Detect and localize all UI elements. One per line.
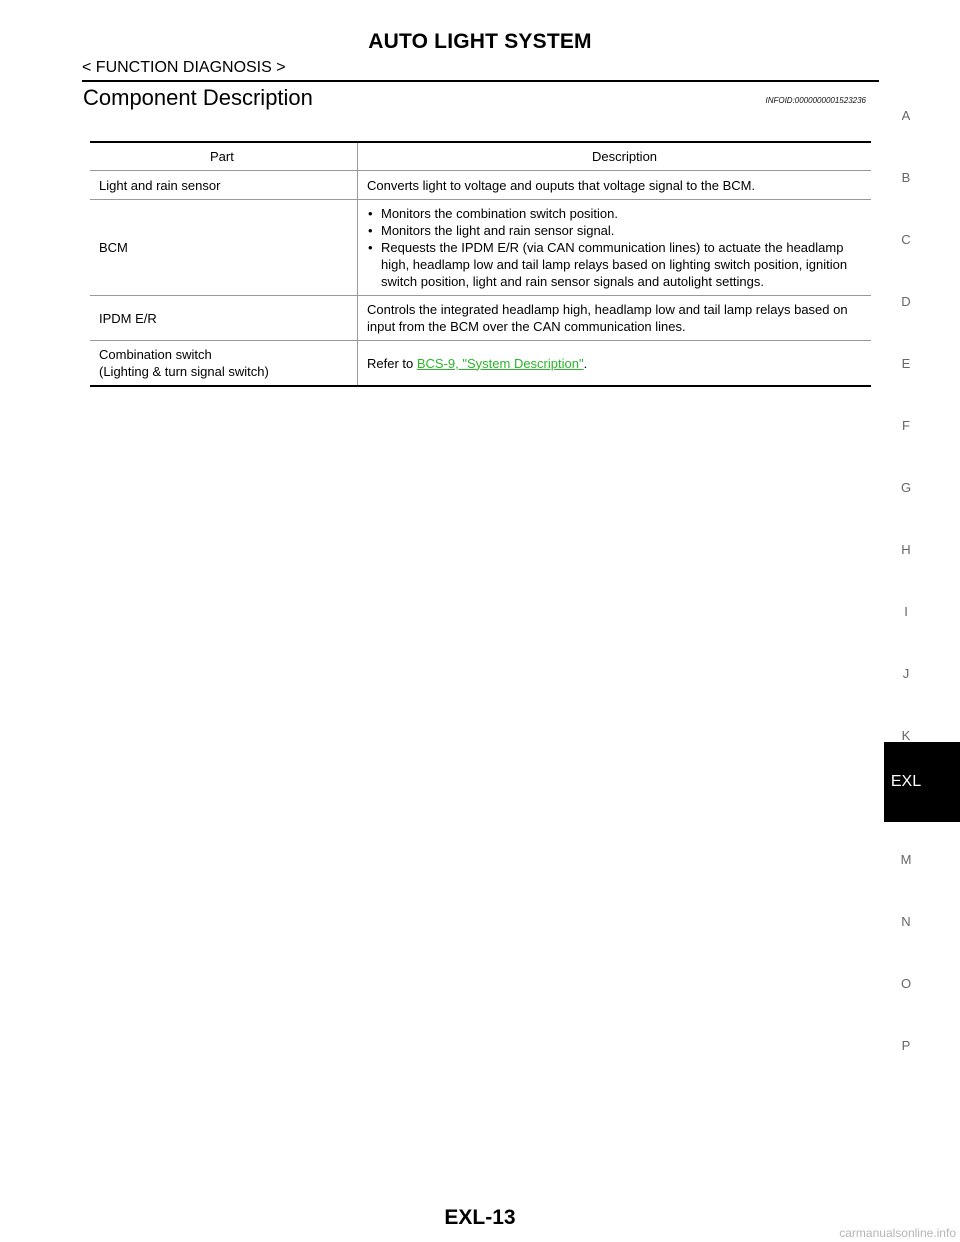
- table-row: Combination switch (Lighting & turn sign…: [90, 340, 871, 387]
- site-watermark: carmanualsonline.info: [839, 1226, 956, 1240]
- component-table: Part Description Light and rain sensor C…: [90, 141, 871, 387]
- part-name-line: (Lighting & turn signal switch): [99, 364, 269, 379]
- description-cell: Refer to BCS-9, "System Description".: [357, 340, 871, 387]
- page-number: EXL-13: [444, 1206, 516, 1229]
- index-letter-p[interactable]: P: [901, 1038, 911, 1053]
- index-letter-j[interactable]: J: [902, 666, 910, 681]
- index-letter-c[interactable]: C: [901, 232, 911, 247]
- description-cell: Monitors the combination switch position…: [357, 199, 871, 296]
- bullet-item: Requests the IPDM E/R (via CAN communica…: [367, 239, 861, 290]
- part-cell: BCM: [90, 199, 358, 296]
- part-cell: Light and rain sensor: [90, 170, 358, 200]
- index-letter-i[interactable]: I: [904, 604, 908, 619]
- table-header-row: Part Description: [90, 141, 871, 171]
- index-letter-n[interactable]: N: [901, 914, 911, 929]
- document-title: AUTO LIGHT SYSTEM: [368, 30, 592, 53]
- part-name-line: Combination switch: [99, 347, 212, 362]
- table-row: BCM Monitors the combination switch posi…: [90, 199, 871, 296]
- bullet-list: Monitors the combination switch position…: [367, 205, 861, 290]
- bullet-item: Monitors the light and rain sensor signa…: [367, 222, 861, 239]
- table-row: IPDM E/R Controls the integrated headlam…: [90, 295, 871, 341]
- index-tab-exl-active[interactable]: EXL: [884, 742, 960, 822]
- bullet-item: Monitors the combination switch position…: [367, 205, 861, 222]
- refer-suffix: .: [583, 355, 588, 371]
- index-letter-d[interactable]: D: [901, 294, 911, 309]
- refer-text: Refer to: [367, 355, 417, 371]
- description-cell: Controls the integrated headlamp high, h…: [357, 295, 871, 341]
- index-letter-a[interactable]: A: [901, 108, 911, 123]
- part-cell: IPDM E/R: [90, 295, 358, 341]
- index-letter-b[interactable]: B: [901, 170, 911, 185]
- column-header-part: Part: [90, 141, 358, 171]
- part-cell: Combination switch (Lighting & turn sign…: [90, 340, 358, 387]
- index-letter-m[interactable]: M: [900, 852, 912, 867]
- section-breadcrumb: < FUNCTION DIAGNOSIS >: [82, 59, 286, 76]
- info-id: INFOID:0000000001523236: [765, 96, 866, 105]
- index-letter-f[interactable]: F: [902, 418, 910, 433]
- system-description-link[interactable]: BCS-9, "System Description": [416, 355, 584, 371]
- column-header-description: Description: [357, 141, 871, 171]
- index-letter-g[interactable]: G: [900, 480, 912, 495]
- index-letter-k[interactable]: K: [901, 728, 911, 743]
- section-index-sidebar: A B C D E F G H I J K EXL M N O P: [884, 0, 960, 1242]
- index-letter-e[interactable]: E: [901, 356, 911, 371]
- section-heading: Component Description: [83, 85, 313, 110]
- header-divider: [82, 80, 879, 82]
- description-cell: Converts light to voltage and ouputs tha…: [357, 170, 871, 200]
- index-letter-o[interactable]: O: [900, 976, 912, 991]
- index-letter-h[interactable]: H: [901, 542, 911, 557]
- table-row: Light and rain sensor Converts light to …: [90, 170, 871, 200]
